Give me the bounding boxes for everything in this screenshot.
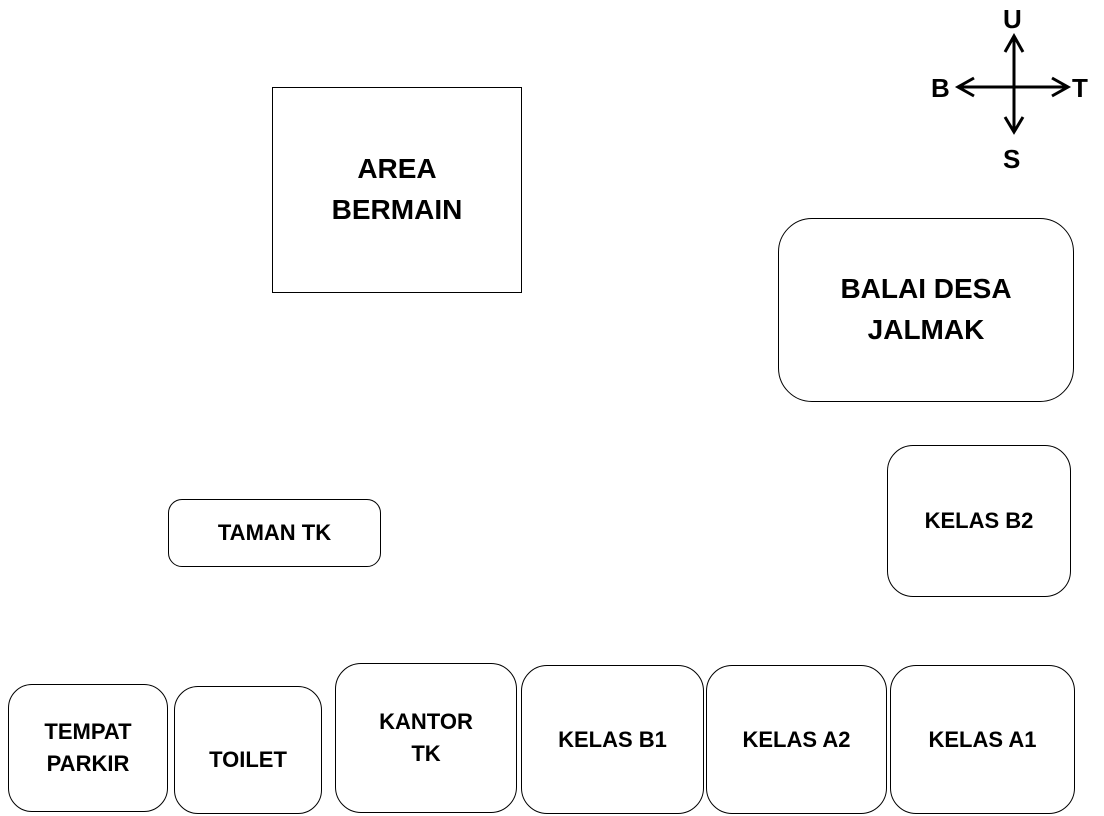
kelas-a2-label: KELAS A2 — [742, 726, 851, 752]
kelas-b2-box: KELAS B2 — [887, 445, 1071, 597]
kelas-b1-box: KELAS B1 — [521, 665, 704, 814]
tempat-parkir-label: TEMPAT PARKIR — [44, 719, 132, 776]
tempat-parkir-box: TEMPAT PARKIR — [8, 684, 168, 812]
compass-south-label: S — [1003, 144, 1021, 174]
compass-west-label: B — [931, 73, 950, 103]
compass-arrows-icon — [954, 32, 1072, 135]
toilet-box: TOILET — [174, 686, 322, 814]
kelas-a2-box: KELAS A2 — [706, 665, 887, 814]
kantor-tk-box: KANTOR TK — [335, 663, 517, 813]
kelas-a1-box: KELAS A1 — [890, 665, 1075, 814]
area-bermain-box: AREA BERMAIN — [272, 87, 522, 293]
balai-desa-label: BALAI DESA JALMAK — [840, 273, 1012, 345]
taman-tk-box: TAMAN TK — [168, 499, 381, 567]
balai-desa-box: BALAI DESA JALMAK — [778, 218, 1074, 402]
kantor-tk-label: KANTOR TK — [379, 709, 473, 766]
toilet-label: TOILET — [209, 747, 287, 773]
area-bermain-label: AREA BERMAIN — [331, 153, 463, 225]
kelas-b2-label: KELAS B2 — [924, 508, 1034, 534]
kelas-b1-label: KELAS B1 — [558, 726, 667, 752]
compass-rose: U S B T — [922, 0, 1102, 180]
compass-east-label: T — [1072, 73, 1088, 103]
compass-north-label: U — [1003, 4, 1022, 34]
taman-tk-label: TAMAN TK — [217, 520, 332, 546]
kelas-a1-label: KELAS A1 — [928, 726, 1037, 752]
